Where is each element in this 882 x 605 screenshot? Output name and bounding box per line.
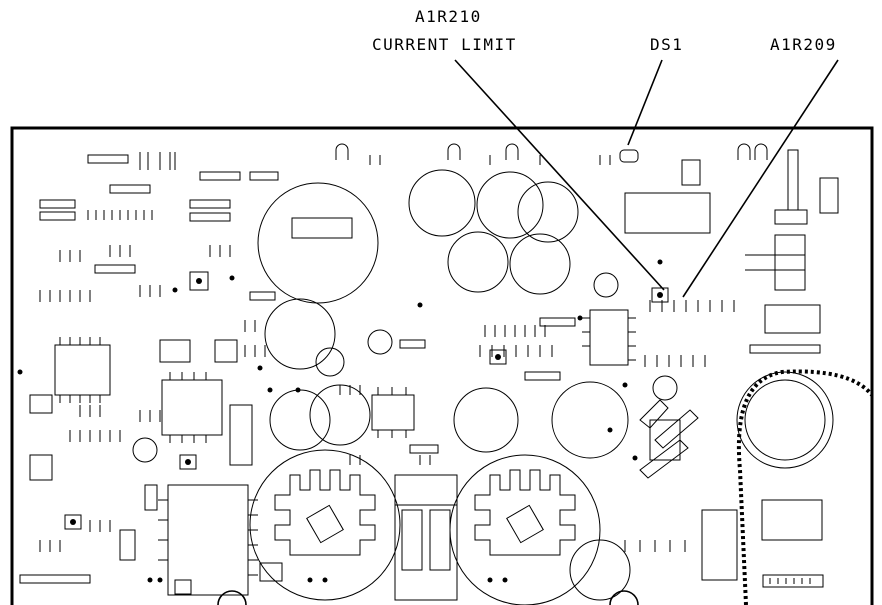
top-row-leds xyxy=(335,143,768,163)
toroid-outline xyxy=(736,369,874,605)
vias xyxy=(17,259,663,583)
label-a1r209: A1R209 xyxy=(770,35,837,54)
resistors xyxy=(19,154,839,584)
board-outline xyxy=(10,126,874,605)
toroid-core xyxy=(736,371,834,469)
small-pads xyxy=(64,271,669,595)
heatsink-right xyxy=(474,469,576,556)
heatsink-small xyxy=(639,399,699,479)
heatsink-left xyxy=(274,469,376,556)
leader-line-a1r210 xyxy=(454,59,665,291)
leader-line-ds1 xyxy=(627,59,663,146)
mounting-holes xyxy=(217,590,639,605)
leader-line-a1r209 xyxy=(682,59,839,298)
ic-pins xyxy=(59,317,636,576)
power-switch xyxy=(745,149,808,291)
large-capacitors xyxy=(132,169,678,605)
transformer xyxy=(394,474,458,601)
label-a1r210: A1R210 xyxy=(415,7,482,26)
bottom-connector xyxy=(762,574,824,588)
small-components xyxy=(39,152,735,552)
integrated-circuits xyxy=(54,192,823,596)
label-ds1: DS1 xyxy=(650,35,683,54)
label-current-limit: CURRENT LIMIT xyxy=(372,35,517,54)
